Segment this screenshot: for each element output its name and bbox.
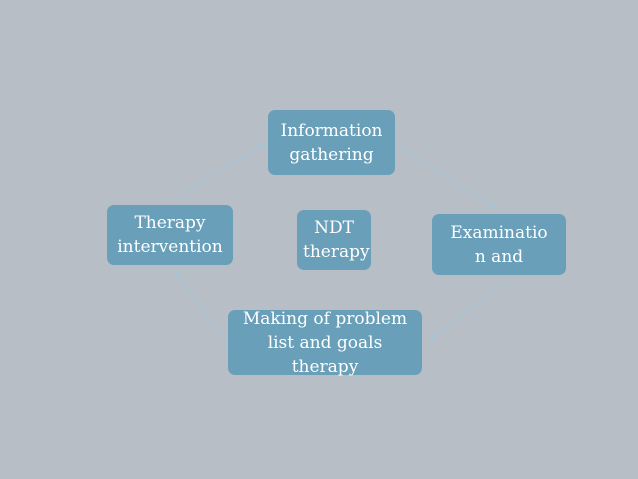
node-examination-label: Examinatio n and [450,222,548,267]
node-ndt-therapy-label: NDT therapy [303,218,370,262]
node-information-gathering-label: Information gathering [280,120,383,165]
node-therapy-intervention-label: Therapy intervention [117,213,223,257]
arrow-exam-to-plan [428,279,509,342]
node-problem-list-label: Making of problem list and goals therapy [242,308,408,377]
node-ndt-therapy: NDT therapy [297,210,371,270]
node-therapy-intervention: Therapy intervention [107,205,233,265]
node-information-gathering: Information gathering [268,110,395,175]
arrow-plan-to-therapy [173,270,229,345]
node-problem-list: Making of problem list and goals therapy [228,309,422,377]
arrow-info-to-exam [397,144,498,210]
arrow-therapy-to-info [171,142,266,201]
node-examination: Examinatio n and [432,214,566,275]
